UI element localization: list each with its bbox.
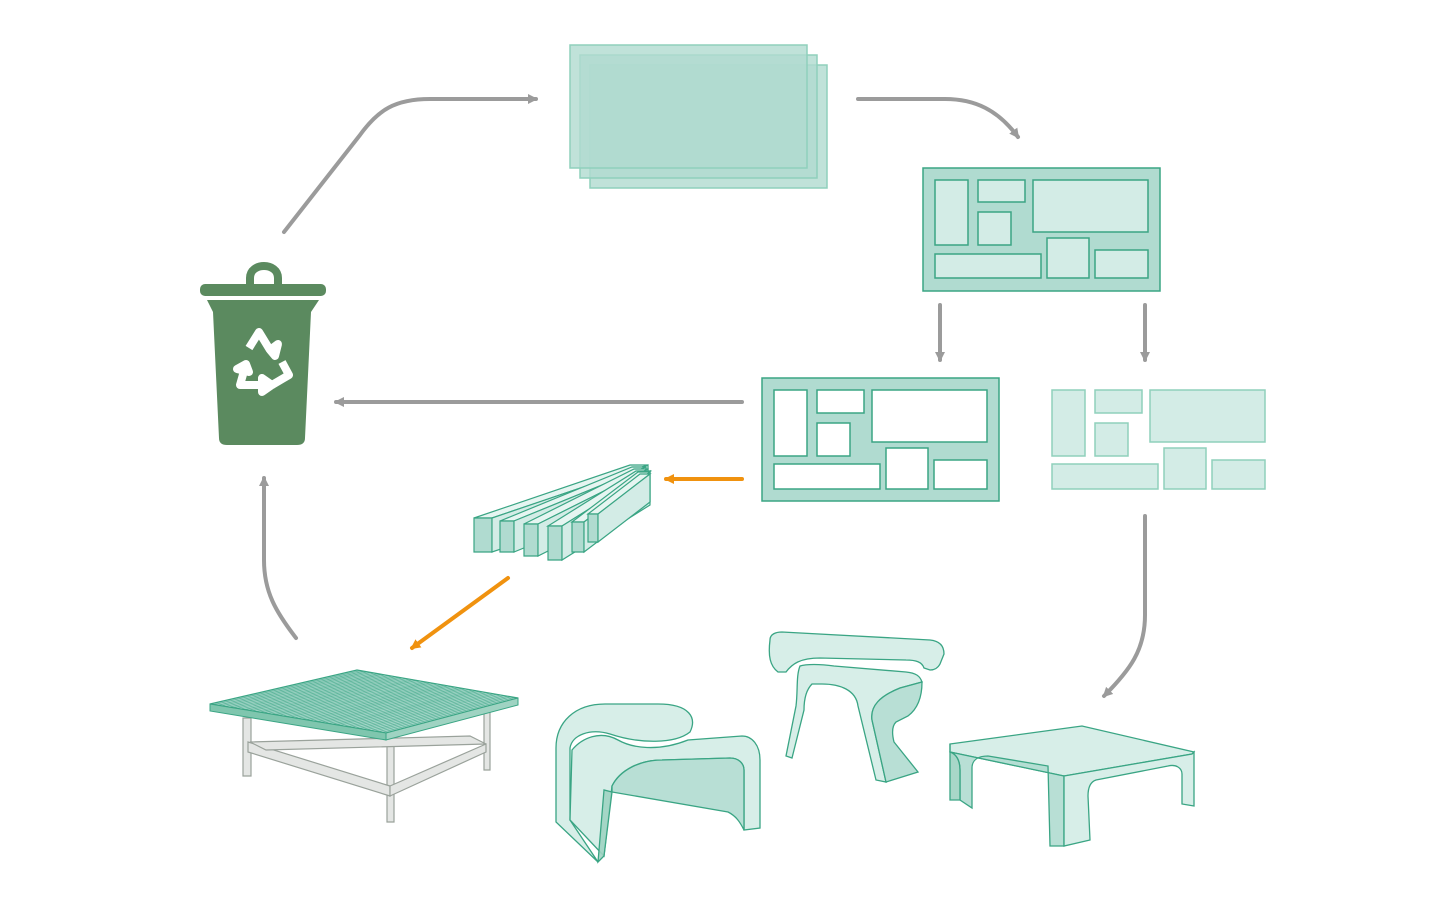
strip-line <box>370 695 505 731</box>
strip-line <box>374 695 508 732</box>
strip-line <box>213 670 361 705</box>
strip-line <box>362 693 498 730</box>
strip-line <box>366 694 501 731</box>
glass-strips-icon <box>473 464 653 562</box>
flow-arrows <box>259 94 1150 698</box>
arrow-bin-to-sheets <box>282 94 538 234</box>
strip-line <box>305 684 445 721</box>
strip-line <box>282 681 424 717</box>
glass-coffee-table-icon <box>949 725 1196 847</box>
cutting-layout-icon <box>922 167 1161 292</box>
strip-line <box>313 686 452 722</box>
strip-line <box>301 684 442 720</box>
arrow-sheets-to-layout <box>856 97 1020 139</box>
strip-line <box>221 671 368 707</box>
strip-line <box>255 676 400 712</box>
strip-line <box>328 688 466 724</box>
glass-chair-icon <box>555 703 761 864</box>
cut-pieces-icon <box>1051 389 1266 490</box>
strip-line <box>240 674 386 710</box>
strip-line <box>244 675 389 711</box>
glass-sheets-icon <box>569 44 828 189</box>
strip-line <box>309 685 449 721</box>
strip-line <box>347 691 484 728</box>
strip-line <box>267 678 410 714</box>
strip-line <box>263 678 407 714</box>
strip-line <box>278 680 421 716</box>
arrow-strips-to-table <box>410 576 510 650</box>
glass-console-icon <box>768 631 945 783</box>
strip-line <box>271 679 414 715</box>
strip-line <box>259 677 403 713</box>
strip-line <box>294 683 435 719</box>
strip-line <box>297 683 438 719</box>
strip-line <box>290 682 431 718</box>
strip-line <box>378 696 512 733</box>
strip-line <box>225 672 372 707</box>
strip-line <box>217 670 365 706</box>
strip-line <box>320 687 459 723</box>
recycle-bin-icon <box>200 262 326 445</box>
strip-line <box>343 690 480 727</box>
strip-line <box>286 681 428 717</box>
strip-line <box>332 689 470 725</box>
strip-table-icon <box>209 669 519 823</box>
offcut-frame-icon <box>761 377 1000 502</box>
strip-line <box>351 692 487 728</box>
arrow-table-to-bin <box>259 476 298 640</box>
strip-lines <box>213 670 515 733</box>
strip-line <box>274 679 417 716</box>
strip-line <box>229 672 375 708</box>
arrow-pieces-to-coffee-table <box>1102 514 1147 698</box>
recycle-symbol-icon <box>233 328 293 396</box>
strip-line <box>324 687 463 724</box>
strip-line <box>236 673 382 709</box>
strip-line <box>382 697 515 733</box>
strip-line <box>317 686 456 723</box>
strip-line <box>340 690 477 726</box>
strip-line <box>355 692 491 729</box>
strip-line <box>248 675 393 711</box>
strip-line <box>232 673 379 709</box>
strip-line <box>336 689 473 726</box>
strip-line <box>359 693 494 729</box>
strip-line <box>252 676 396 712</box>
